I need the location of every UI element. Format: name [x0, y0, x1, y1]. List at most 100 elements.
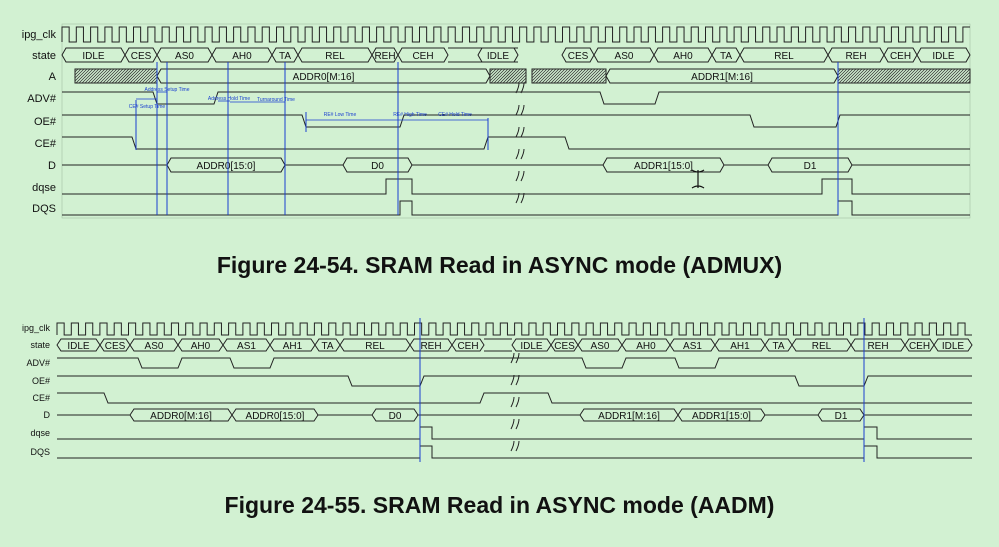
signal-label-adv: ADV#: [26, 358, 50, 368]
timing-note-2: Address Hold Time: [208, 96, 250, 102]
state-segment-0-label: IDLE: [67, 341, 90, 352]
A-undefined-1: [74, 68, 158, 84]
state-segment-20-label: CEH: [909, 341, 930, 352]
state-segment-13-label: AS0: [591, 341, 610, 352]
figure-24-54-caption: Figure 24-54. SRAM Read in ASYNC mode (A…: [216, 252, 783, 278]
signal-label-d: D: [48, 160, 56, 172]
state-segment-2-label: AS0: [175, 51, 194, 62]
state-segment-6-label: TA: [321, 341, 333, 352]
OE-waveform: [62, 114, 970, 128]
state-segment-0-label: IDLE: [82, 51, 105, 62]
state-segment-13-label: AH0: [673, 51, 693, 62]
signal-label-state: state: [30, 340, 50, 350]
state-segment-3-label: AH0: [191, 341, 211, 352]
timing-note-1: Address Setup Time: [144, 87, 189, 93]
ADV-waveform: [62, 91, 970, 105]
clock-waveform: [56, 322, 972, 336]
state-segment-1-label: CES: [131, 51, 152, 62]
state-segment-9-label: IDLE: [487, 51, 510, 62]
state-segment-21: [933, 338, 973, 352]
signal-label-d: D: [44, 410, 51, 420]
signal-label-ce: CE#: [32, 393, 50, 403]
state-segment-21-label: IDLE: [942, 341, 965, 352]
DQS-waveform: [62, 200, 970, 216]
D-bus-addr0-lo-label: ADDR0[15:0]: [246, 411, 305, 422]
D-bus-d1-label: D1: [835, 411, 848, 422]
D-bus-addr1-label: ADDR1[15:0]: [634, 161, 693, 172]
state-segment-1-label: CES: [105, 341, 126, 352]
state-segment-14-label: TA: [720, 51, 732, 62]
timing-note-3: Turnaround Time: [257, 97, 295, 103]
state-segment-19-label: REH: [867, 341, 888, 352]
grid-frame: [61, 23, 971, 219]
state-segment-16-label: AH1: [730, 341, 750, 352]
state-segment-5-label: REL: [325, 51, 345, 62]
signal-label-ipgclk: ipg_clk: [22, 29, 57, 41]
signal-label-oe: OE#: [32, 376, 50, 386]
state-segment-7: [397, 47, 449, 63]
D-bus-addr0-label: ADDR0[15:0]: [197, 161, 256, 172]
state-segment-15-label: REL: [774, 51, 794, 62]
signal-label-adv: ADV#: [27, 93, 57, 105]
CE-waveform: [57, 392, 972, 404]
A-bus-addr0-label: ADDR0[M:16]: [293, 72, 355, 83]
state-segment-18-label: IDLE: [932, 51, 955, 62]
D-bus-d0-label: D0: [371, 161, 384, 172]
OE-waveform: [57, 375, 972, 387]
A-undefined-2: [489, 68, 527, 84]
signal-label-ce: CE#: [35, 138, 57, 150]
signal-label-a: A: [49, 71, 57, 83]
state-segment-18-label: REL: [812, 341, 832, 352]
state-segment-4-label: AS1: [237, 341, 256, 352]
signal-label-dqs: DQS: [30, 447, 50, 457]
state-segment-7-label: REL: [365, 341, 385, 352]
figure-24-55-caption: Figure 24-55. SRAM Read in ASYNC mode (A…: [224, 492, 775, 518]
DQS-waveform: [57, 445, 972, 459]
state-segment-17-label: TA: [772, 341, 784, 352]
D-bus-addr1-hi-label: ADDR1[M:16]: [598, 411, 660, 422]
state-segment-18: [916, 47, 971, 63]
state-segment-16-label: REH: [845, 51, 866, 62]
state-segment-14-label: AH0: [636, 341, 656, 352]
state-segment-15-label: AS1: [683, 341, 702, 352]
state-segment-8-label: REH: [420, 341, 441, 352]
D-bus-addr1-lo-label: ADDR1[15:0]: [692, 411, 751, 422]
signal-label-dqs: DQS: [32, 203, 56, 215]
state-segment-9: [451, 338, 485, 352]
timing-note-6: CE# Hold Time: [438, 112, 472, 118]
state-segment-12-label: AS0: [615, 51, 634, 62]
state-segment-6-label: REH: [374, 51, 395, 62]
state-segment-17-label: CEH: [890, 51, 911, 62]
time-break-marks: [510, 352, 520, 452]
signal-label-dqse: dqse: [32, 182, 56, 194]
A-undefined-3: [531, 68, 607, 84]
signal-label-oe: OE#: [34, 116, 57, 128]
A-bus-addr1-label: ADDR1[M:16]: [691, 72, 753, 83]
dqse-waveform: [62, 178, 970, 195]
timing-note-0: CE# Setup Time: [129, 104, 166, 110]
timing-note-5: RE# High Time: [393, 112, 427, 118]
D-bus-addr0-hi-label: ADDR0[M:16]: [150, 411, 212, 422]
state-segment-11-label: IDLE: [520, 341, 543, 352]
state-segment-12-label: CES: [554, 341, 575, 352]
state-segment-7-label: CEH: [412, 51, 433, 62]
state-segment-5-label: AH1: [283, 341, 303, 352]
state-segment-4-label: TA: [279, 51, 291, 62]
A-undefined-4: [837, 68, 971, 84]
CE-waveform: [62, 136, 970, 150]
signal-label-state: state: [32, 50, 56, 62]
D-bus-d0-label: D0: [389, 411, 402, 422]
state-segment-11-label: CES: [568, 51, 589, 62]
ADV-waveform: [57, 357, 972, 369]
state-segment-2-label: AS0: [145, 341, 164, 352]
D-bus-d1-label: D1: [804, 161, 817, 172]
clock-waveform: [61, 26, 970, 43]
timing-note-4: RE# Low Time: [324, 112, 357, 118]
time-break-marks: [515, 82, 525, 204]
signal-label-dqse: dqse: [30, 428, 50, 438]
text-cursor-icon: [691, 169, 705, 189]
state-segment-3-label: AH0: [232, 51, 252, 62]
dqse-waveform: [57, 426, 972, 440]
